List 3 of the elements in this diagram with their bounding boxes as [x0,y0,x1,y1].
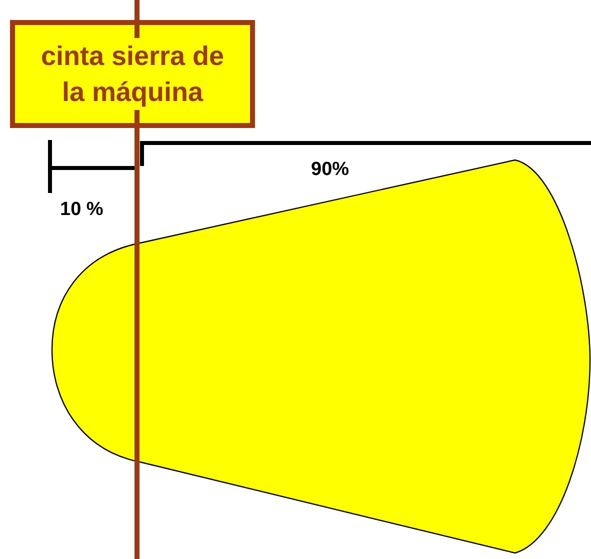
label-box [10,20,255,128]
dimension-label: 10 % [60,198,104,222]
dimension-label: 90% [311,158,350,182]
